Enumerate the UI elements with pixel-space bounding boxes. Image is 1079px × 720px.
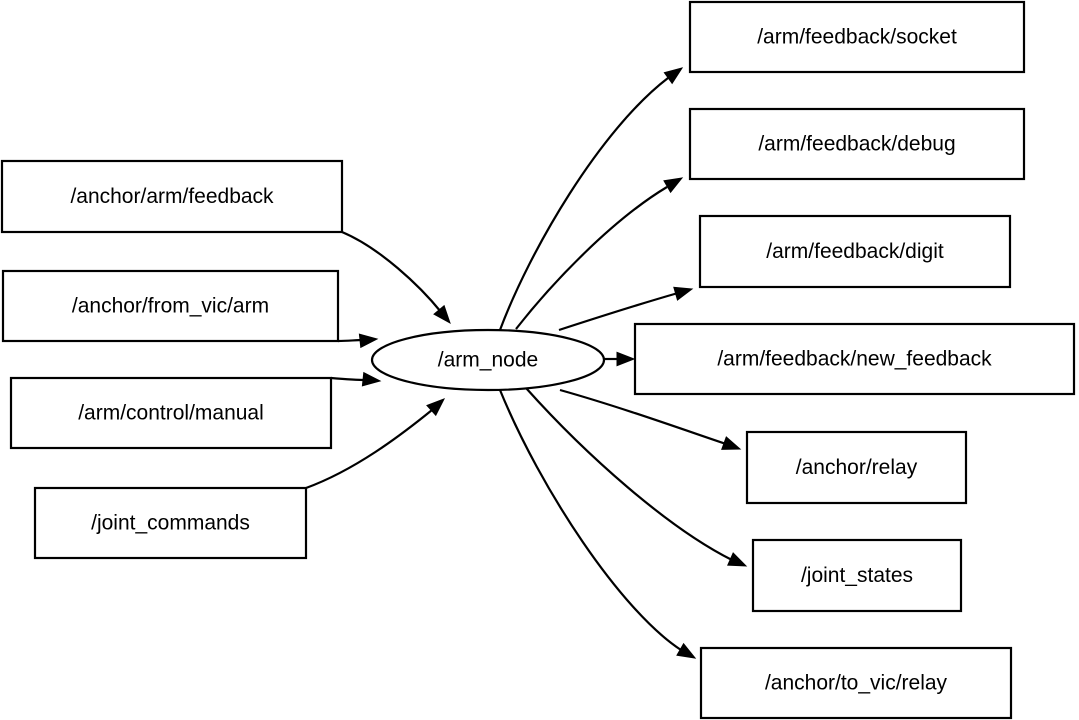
node-box[interactable] (33, 486, 308, 560)
edge-line (559, 388, 727, 446)
edge-line (525, 387, 733, 561)
graph-edge (330, 371, 382, 387)
edge-arrowhead (663, 177, 684, 194)
node-box[interactable] (699, 646, 1013, 720)
edge-line (305, 409, 433, 490)
graph-edge (558, 286, 694, 332)
graph-node-arm-feedback-new-feedback[interactable]: /arm/feedback/new_feedback (633, 322, 1076, 396)
graph-edge (559, 388, 742, 450)
edge-line (498, 389, 682, 651)
graph-node-arm-control-manual[interactable]: /arm/control/manual (9, 376, 333, 450)
node-box[interactable] (0, 159, 344, 234)
node-box[interactable] (688, 0, 1026, 74)
edge-arrowhead (721, 436, 742, 450)
graph-node-arm_node[interactable]: /arm_node (370, 328, 606, 392)
graph-node-arm-feedback-socket[interactable]: /arm/feedback/socket (688, 0, 1026, 74)
node-label: /arm_node (438, 349, 538, 372)
node-box[interactable] (688, 107, 1026, 181)
node-label: /arm/feedback/debug (758, 133, 955, 156)
edge-line (558, 291, 679, 332)
graph-edge (498, 389, 697, 659)
node-label: /arm/feedback/new_feedback (717, 348, 992, 371)
edge-line (341, 230, 442, 313)
graph-edge (604, 351, 636, 367)
graph-edge (515, 177, 684, 330)
node-box[interactable] (751, 538, 963, 613)
edge-arrowhead (616, 351, 636, 367)
graph-node-joint-commands[interactable]: /joint_commands (33, 486, 308, 560)
graph-edge (305, 398, 446, 490)
graph-node-arm-feedback-debug[interactable]: /arm/feedback/debug (688, 107, 1026, 181)
edge-arrowhead (727, 552, 748, 567)
edge-line (337, 338, 364, 343)
node-label: /anchor/arm/feedback (70, 185, 274, 208)
graph-node-arm-feedback-digit[interactable]: /arm/feedback/digit (698, 214, 1012, 289)
node-ellipse[interactable] (370, 328, 606, 392)
edges-layer (305, 67, 748, 659)
graph-edge (341, 230, 451, 325)
edge-line (330, 376, 367, 382)
node-label: /anchor/relay (796, 456, 918, 479)
graph-edge (525, 387, 748, 567)
node-box[interactable] (633, 322, 1076, 396)
edge-arrowhead (426, 398, 446, 417)
edge-line (515, 186, 668, 330)
node-label: /joint_commands (91, 512, 250, 535)
node-box[interactable] (698, 214, 1012, 289)
edge-arrowhead (358, 333, 379, 349)
node-label: /arm/feedback/digit (766, 240, 944, 263)
edge-arrowhead (673, 286, 694, 301)
node-label: /arm/feedback/socket (757, 26, 957, 49)
graph-edge (498, 67, 684, 331)
edge-arrowhead (663, 67, 684, 85)
graph-node-anchor-relay[interactable]: /anchor/relay (745, 430, 968, 505)
graph-node-joint-states[interactable]: /joint_states (751, 538, 963, 613)
node-box[interactable] (9, 376, 333, 450)
edge-arrowhead (433, 304, 451, 325)
edge-arrowhead (676, 642, 697, 659)
edge-arrowhead (361, 371, 382, 387)
graph-node-anchor-from-vic-arm[interactable]: /anchor/from_vic/arm (1, 269, 340, 343)
graph-node-anchor-arm-feedback[interactable]: /anchor/arm/feedback (0, 159, 344, 234)
graph-node-anchor-to-vic-relay[interactable]: /anchor/to_vic/relay (699, 646, 1013, 720)
node-label: /joint_states (801, 564, 913, 587)
edge-line (498, 77, 669, 331)
node-label: /anchor/from_vic/arm (72, 295, 269, 318)
graph-edge (337, 333, 379, 349)
node-box[interactable] (745, 430, 968, 505)
node-label: /anchor/to_vic/relay (765, 672, 948, 695)
node-box[interactable] (1, 269, 340, 343)
node-label: /arm/control/manual (78, 402, 264, 425)
